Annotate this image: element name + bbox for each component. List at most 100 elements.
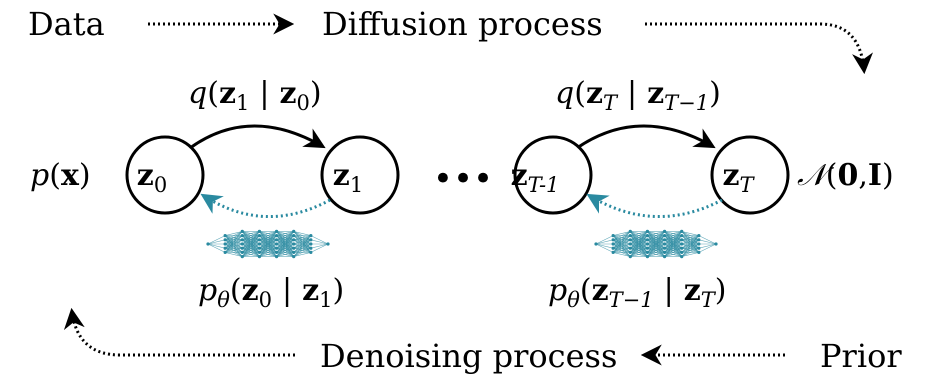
network-edge: [664, 239, 682, 257]
network-edge: [310, 235, 329, 245]
network-edge: [276, 231, 294, 249]
network-edge: [681, 243, 700, 257]
reverse-arrow-z1-z0: [200, 193, 331, 218]
network-node: [292, 238, 296, 242]
network-edge: [276, 231, 294, 245]
network-edge: [225, 252, 243, 257]
network-edge: [276, 235, 294, 257]
network-node: [274, 246, 279, 250]
network-node: [240, 238, 244, 242]
forward-label-right: q(zT|zT−1): [555, 76, 721, 115]
network-edge: [242, 243, 260, 257]
network-node: [292, 234, 296, 238]
network-node: [309, 246, 313, 250]
network-node: [309, 238, 313, 242]
network-edge: [681, 239, 700, 257]
network-node: [240, 242, 244, 246]
network-edge: [681, 252, 699, 257]
network-edge: [242, 235, 260, 257]
network-node: [611, 242, 615, 246]
network-node: [292, 246, 296, 250]
network-edge: [681, 235, 700, 249]
network-edge: [647, 231, 665, 249]
forward-label-left: q(z1|z0): [188, 76, 322, 115]
network-node: [662, 246, 667, 250]
network-node: [274, 242, 279, 246]
network-node: [257, 255, 262, 259]
network-node: [662, 242, 667, 246]
network-edge: [647, 243, 665, 257]
network-node: [714, 242, 718, 246]
network-node: [611, 250, 615, 254]
network-edge: [276, 239, 294, 257]
network-edge: [293, 235, 312, 249]
node-z1: z1: [320, 135, 400, 215]
network-node: [680, 250, 684, 254]
network-edge: [225, 247, 243, 253]
prior-label: Prior: [820, 337, 902, 375]
network-edge: [681, 235, 699, 245]
network-node: [697, 242, 701, 246]
network-edge: [613, 247, 631, 253]
network-node: [680, 229, 684, 233]
network-edge: [276, 243, 294, 257]
network-edge: [612, 235, 631, 253]
network-edge: [259, 231, 277, 241]
network-edge: [647, 231, 665, 245]
network-edge: [613, 243, 631, 253]
network-node: [240, 229, 244, 233]
network-node: [257, 234, 262, 238]
network-node: [240, 234, 244, 238]
network-edge: [681, 235, 700, 257]
network-edge: [681, 231, 699, 236]
network-node: [292, 229, 296, 233]
network-edge: [595, 235, 614, 245]
network-edge: [647, 239, 665, 257]
network-edge: [664, 243, 682, 257]
network-edge: [664, 231, 682, 241]
network-node: [680, 255, 684, 259]
network-node: [628, 255, 632, 259]
network-edge: [207, 239, 226, 245]
network-node: [645, 250, 650, 254]
network-edge: [293, 231, 311, 236]
network-node: [662, 238, 667, 242]
network-node: [257, 246, 262, 250]
px-label: p(x): [30, 158, 91, 193]
network-node: [680, 246, 684, 250]
network-node: [594, 242, 598, 246]
network-edge: [595, 243, 614, 253]
network-node: [611, 238, 615, 242]
network-edge: [612, 231, 631, 245]
network-edge: [698, 243, 717, 249]
network-node: [697, 250, 701, 254]
network-edge: [595, 243, 614, 249]
node-z0: z0: [125, 135, 205, 215]
denoising-to-data-arrow: [63, 307, 295, 357]
denoising-process-label: Denoising process: [320, 337, 617, 375]
network-edge: [664, 231, 682, 236]
network-node: [223, 238, 227, 242]
network-edge: [681, 247, 699, 257]
network-edge: [647, 235, 665, 257]
network-edge: [242, 231, 260, 241]
network-edge: [664, 231, 682, 249]
network-edge: [259, 231, 277, 249]
network-edge: [225, 231, 243, 241]
network-edge: [630, 231, 648, 236]
network-edge: [647, 252, 665, 257]
network-edge: [293, 252, 311, 257]
network-edge: [225, 231, 243, 236]
network-edge: [630, 231, 648, 241]
network-edge: [612, 231, 631, 253]
network-edge: [310, 243, 329, 253]
neural-network-icon-right: [594, 229, 718, 259]
network-edge: [630, 235, 648, 257]
network-edge: [224, 231, 243, 253]
reverse-label-right: pθ(zT−1|zT): [548, 273, 727, 312]
network-node: [223, 234, 227, 238]
diffusion-to-prior-arrow: [645, 22, 873, 75]
network-edge: [664, 252, 682, 257]
network-edge: [630, 231, 648, 253]
